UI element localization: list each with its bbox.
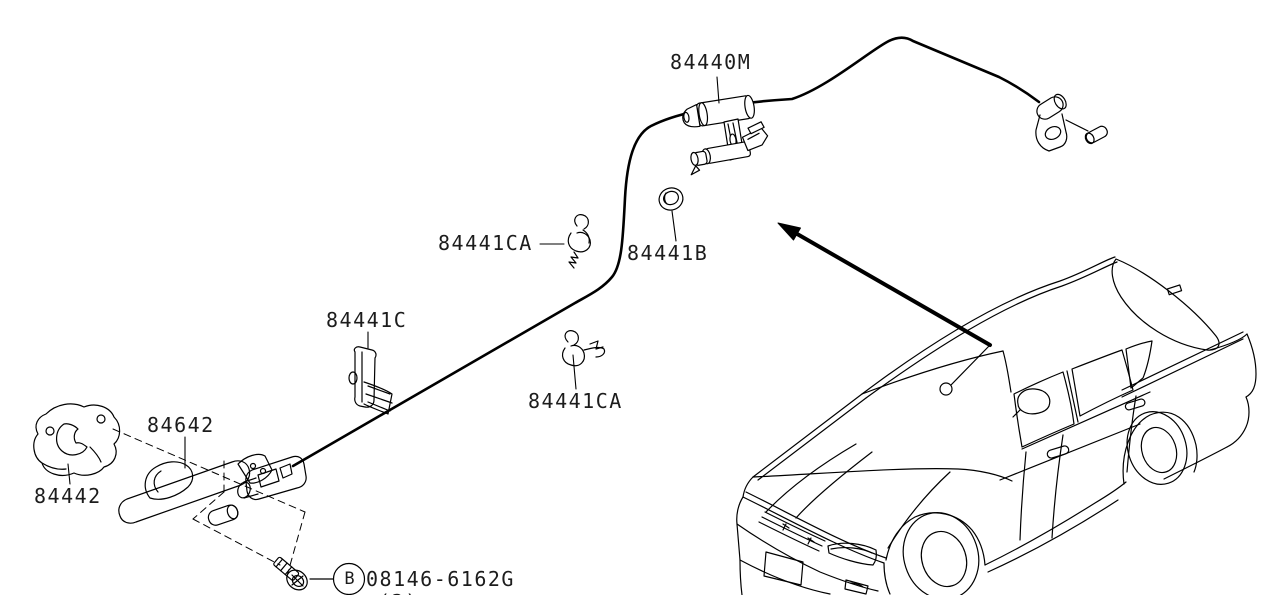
part-label-84441CA-lower[interactable]: 84441CA xyxy=(528,389,623,413)
actuator-84440M xyxy=(682,94,769,176)
part-label-84441B[interactable]: 84441B xyxy=(627,241,709,265)
dashed-alignment-lines xyxy=(112,428,306,577)
part-label-84440M[interactable]: 84440M xyxy=(670,50,752,74)
bolt-marker-letter[interactable]: B xyxy=(344,569,355,589)
part-label-84442[interactable]: 84442 xyxy=(34,484,102,508)
car-rear-wheel xyxy=(1126,411,1188,485)
part-label-bolt-qty: (2) xyxy=(378,591,419,595)
grommet-84441B xyxy=(658,187,684,211)
direction-arrow xyxy=(777,222,992,347)
part-label-84642[interactable]: 84642 xyxy=(147,413,215,437)
car-windshield-marker xyxy=(939,382,953,396)
cable-end-pin xyxy=(207,504,239,526)
retaining-pin xyxy=(1084,125,1108,145)
band-clip-84441C xyxy=(348,346,393,415)
part-label-84441C[interactable]: 84441C xyxy=(326,308,408,332)
car-front-wheel xyxy=(902,512,980,595)
car-outline xyxy=(736,256,1257,595)
clip-84441CA-upper xyxy=(567,214,591,269)
escutcheon-84442 xyxy=(33,403,121,476)
label-leader-lines xyxy=(67,76,720,485)
handle-84642 xyxy=(118,453,273,524)
part-label-84441CA-upper[interactable]: 84441CA xyxy=(438,231,533,255)
part-label-bolt-number[interactable]: 08146-6162G xyxy=(366,567,515,591)
clip-84441CA-lower xyxy=(561,330,606,367)
cable-end-housing xyxy=(237,455,307,501)
cable-end-bracket xyxy=(1035,93,1089,152)
